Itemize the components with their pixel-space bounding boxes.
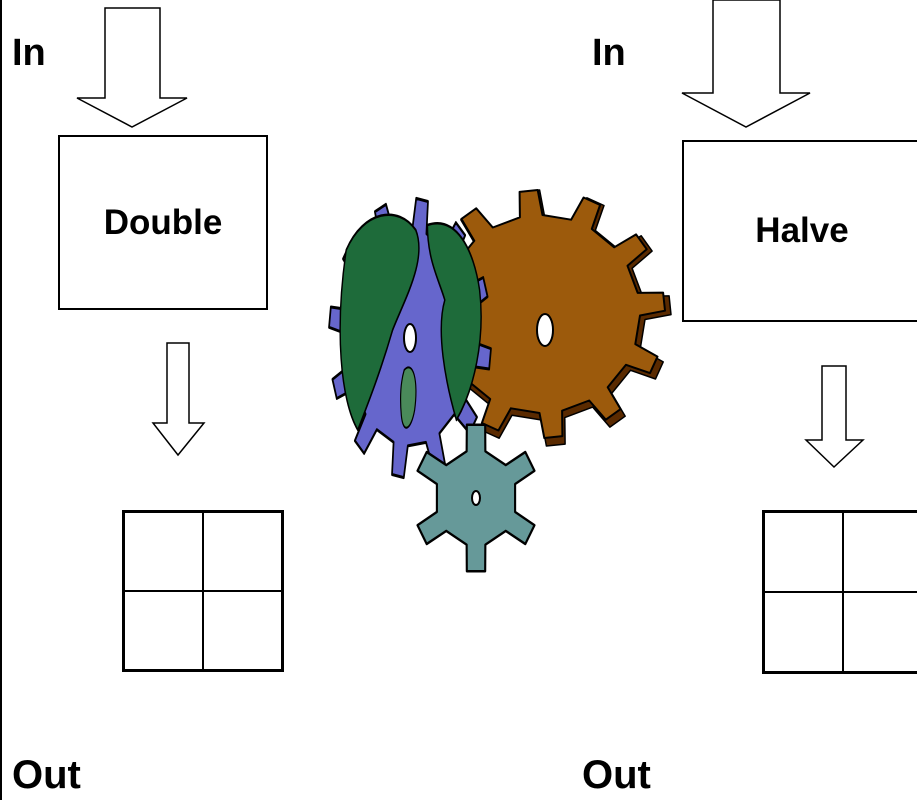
- left-border-line: [0, 0, 2, 800]
- brown-gear-icon: [414, 189, 672, 447]
- grid-cell: [764, 512, 843, 592]
- grid-cell: [203, 512, 282, 591]
- left-output-arrow: [151, 342, 206, 457]
- globe-land-right: [426, 222, 482, 422]
- globe-land-left: [339, 213, 420, 432]
- left-input-arrow: [76, 7, 188, 128]
- brown-gear-hole: [536, 313, 554, 347]
- halve-function-box: Halve: [682, 140, 917, 322]
- globe-land-island: [400, 366, 417, 429]
- right-output-grid: [762, 510, 917, 674]
- halve-function-label: Halve: [755, 211, 849, 250]
- right-in-label: In: [592, 32, 626, 74]
- grid-cell: [124, 591, 203, 670]
- globe-gear-hole: [403, 323, 417, 353]
- double-function-box: Double: [58, 135, 268, 310]
- globe-gear-icon: [328, 196, 492, 480]
- grid-cell: [203, 591, 282, 670]
- double-function-label: Double: [103, 202, 223, 242]
- right-output-arrow: [804, 365, 865, 469]
- grid-cell: [764, 592, 843, 672]
- right-input-arrow: [681, 0, 811, 128]
- teal-gear-hole: [471, 490, 481, 506]
- teal-gear-icon: [416, 423, 536, 573]
- right-out-label: Out: [582, 753, 651, 797]
- left-output-grid: [122, 510, 284, 672]
- left-out-label: Out: [12, 753, 81, 797]
- grid-cell: [124, 512, 203, 591]
- left-in-label: In: [12, 32, 46, 74]
- grid-cell: [843, 592, 917, 672]
- grid-cell: [843, 512, 917, 592]
